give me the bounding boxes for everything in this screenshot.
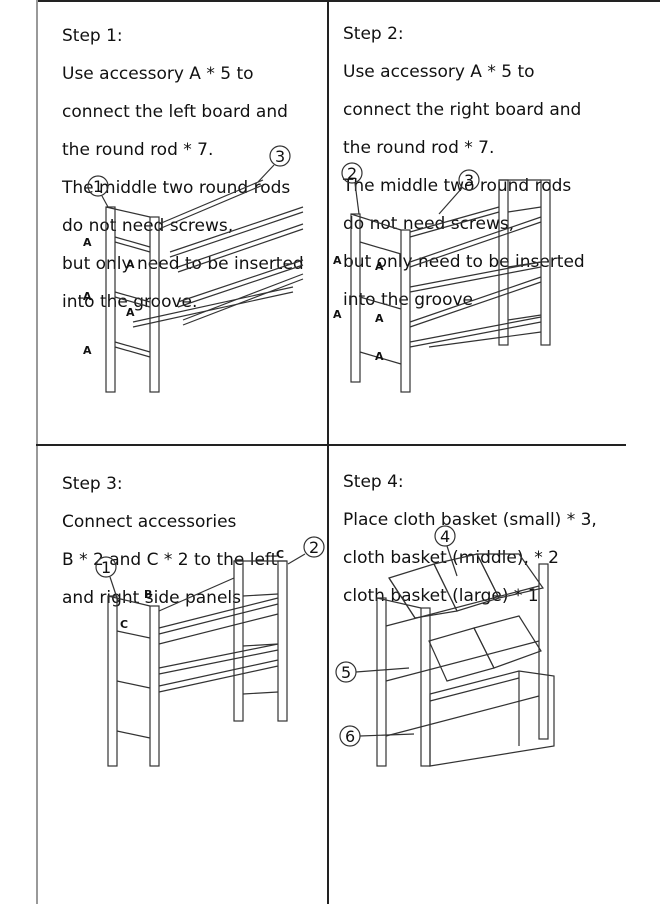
step-2-callout-2: 2 xyxy=(347,164,357,183)
step-1-label-a: A xyxy=(126,306,135,319)
step-1-panel: Step 1: Use accessory A * 5 to connect t… xyxy=(38,2,327,444)
step-1-line: connect the left board and xyxy=(62,102,288,122)
step-2-line: Use accessory A * 5 to xyxy=(343,62,535,82)
step-3-title: Step 3: xyxy=(62,474,123,494)
step-4-line: cloth basket (large) * 1 xyxy=(343,586,539,606)
step-2-label-a: A xyxy=(333,254,342,267)
step-4-text: Step 4: Place cloth basket (small) * 3, … xyxy=(343,454,633,625)
step-4-line: cloth basket (middle), * 2 xyxy=(343,548,559,568)
step-2-label-a: A xyxy=(333,308,342,321)
frame-horizontal-divider xyxy=(36,444,626,446)
frame-vertical-divider xyxy=(327,0,329,904)
step-4-panel: Step 4: Place cloth basket (small) * 3, … xyxy=(329,446,626,904)
step-4-illustration: 4 5 6 xyxy=(335,525,555,767)
step-3-line: B * 2 and C * 2 to the left xyxy=(62,550,278,570)
step-1-label-a: A xyxy=(83,290,92,303)
step-4-callout-6: 6 xyxy=(345,727,355,746)
step-1-label-a: A xyxy=(126,258,135,271)
step-4-title: Step 4: xyxy=(343,472,404,492)
step-3-label-c: C xyxy=(120,618,128,631)
step-3-text: Step 3: Connect accessories B * 2 and C … xyxy=(62,456,322,627)
step-2-line: do not need screws, xyxy=(343,214,515,234)
step-1-line: but only need to be inserted xyxy=(62,254,304,274)
step-1-line: The middle two round rods xyxy=(62,178,291,198)
step-1-callout-3: 3 xyxy=(275,147,285,166)
step-2-label-a: A xyxy=(375,312,384,325)
step-2-label-a: A xyxy=(375,260,384,273)
step-3-label-b: B xyxy=(144,588,152,601)
step-3-line: and right side panels xyxy=(62,588,241,608)
step-2-line: The middle two round rods xyxy=(343,176,572,196)
step-1-title: Step 1: xyxy=(62,26,123,46)
step-3-callout-1: 1 xyxy=(101,558,111,577)
step-1-illustration: 1 3 A A A A A xyxy=(83,145,304,393)
step-4-callout-4: 4 xyxy=(440,527,450,546)
step-3-callout-2: 2 xyxy=(309,538,319,557)
step-2-title: Step 2: xyxy=(343,24,404,44)
frame-top-border xyxy=(36,0,660,2)
step-2-text: Step 2: Use accessory A * 5 to connect t… xyxy=(343,6,623,329)
step-1-line: the round rod * 7. xyxy=(62,140,214,160)
step-1-line: do not need screws, xyxy=(62,216,234,236)
frame-left-border xyxy=(36,0,38,904)
step-2-illustration: 2 3 A A A A A xyxy=(333,162,551,393)
step-2-line: connect the right board and xyxy=(343,100,582,120)
step-4-callout-5: 5 xyxy=(341,663,351,682)
step-1-label-a: A xyxy=(83,344,92,357)
step-2-label-a: A xyxy=(375,350,384,363)
step-2-line: but only need to be inserted xyxy=(343,252,585,272)
step-2-line: the round rod * 7. xyxy=(343,138,495,158)
step-1-line: Use accessory A * 5 to xyxy=(62,64,254,84)
step-1-callout-1: 1 xyxy=(93,177,103,196)
step-2-callout-3: 3 xyxy=(464,171,474,190)
step-2-panel: Step 2: Use accessory A * 5 to connect t… xyxy=(329,2,626,444)
step-3-label-c: C xyxy=(276,548,284,561)
step-3-line: Connect accessories xyxy=(62,512,237,532)
step-1-label-a: A xyxy=(83,236,92,249)
step-3-illustration: 1 2 B C C xyxy=(95,536,325,767)
step-4-line: Place cloth basket (small) * 3, xyxy=(343,510,597,530)
step-1-text: Step 1: Use accessory A * 5 to connect t… xyxy=(62,8,332,331)
step-3-panel: Step 3: Connect accessories B * 2 and C … xyxy=(38,446,327,904)
